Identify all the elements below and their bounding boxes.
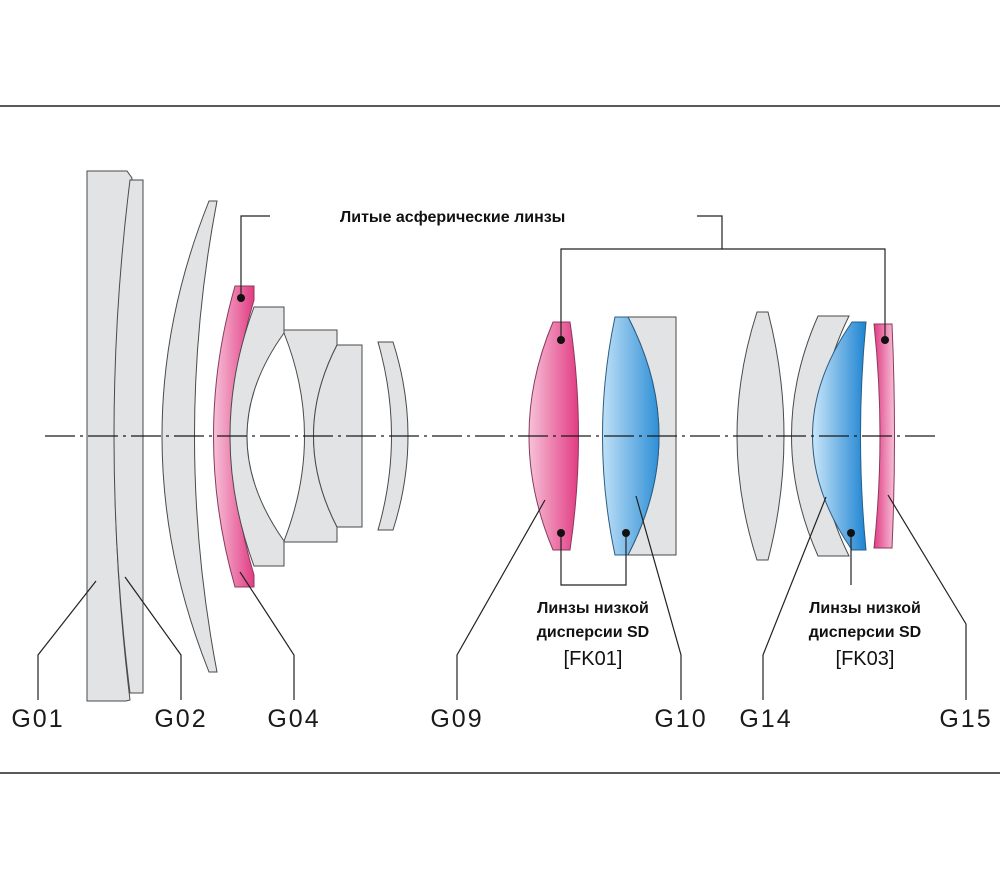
caption-aspherical: Литые асферические линзы [340, 209, 565, 226]
label-g15: G15 [939, 705, 992, 733]
leader-g01 [37, 580, 97, 700]
label-g10: G10 [654, 705, 707, 733]
label-g09: G09 [430, 705, 483, 733]
lens-g02 [113, 179, 144, 694]
leader-g15 [887, 494, 967, 700]
leader-g04-top [240, 215, 270, 298]
label-g14: G14 [739, 705, 792, 733]
marker-dot-g15 [881, 336, 889, 344]
leader-g14 [762, 496, 827, 700]
caption-sd-right-line1: Линзы низкой [809, 600, 921, 617]
leader-g02 [124, 576, 182, 700]
marker-dot-g04 [237, 294, 245, 302]
label-g04: G04 [267, 705, 320, 733]
caption-sd-right-glass: [FK03] [836, 648, 895, 670]
marker-dot-g09-bottom [557, 529, 565, 537]
caption-sd-right-line2: дисперсии SD [809, 624, 921, 641]
lens-g07 [313, 344, 363, 528]
label-g02: G02 [154, 705, 207, 733]
leader-aspherical-right [722, 248, 886, 340]
caption-sd-left-line2: дисперсии SD [537, 624, 649, 641]
marker-dot-g10 [622, 529, 630, 537]
label-g01: G01 [11, 705, 64, 733]
leader-sd-left [560, 533, 627, 586]
marker-dot-g09 [557, 336, 565, 344]
lens-g05 [229, 306, 285, 567]
caption-sd-left-glass: [FK01] [564, 648, 623, 670]
leader-g10 [635, 495, 682, 700]
leader-g09 [456, 499, 546, 700]
caption-sd-left-line1: Линзы низкой [537, 600, 649, 617]
leader-g04-bottom [239, 571, 295, 700]
marker-dot-g14 [847, 529, 855, 537]
